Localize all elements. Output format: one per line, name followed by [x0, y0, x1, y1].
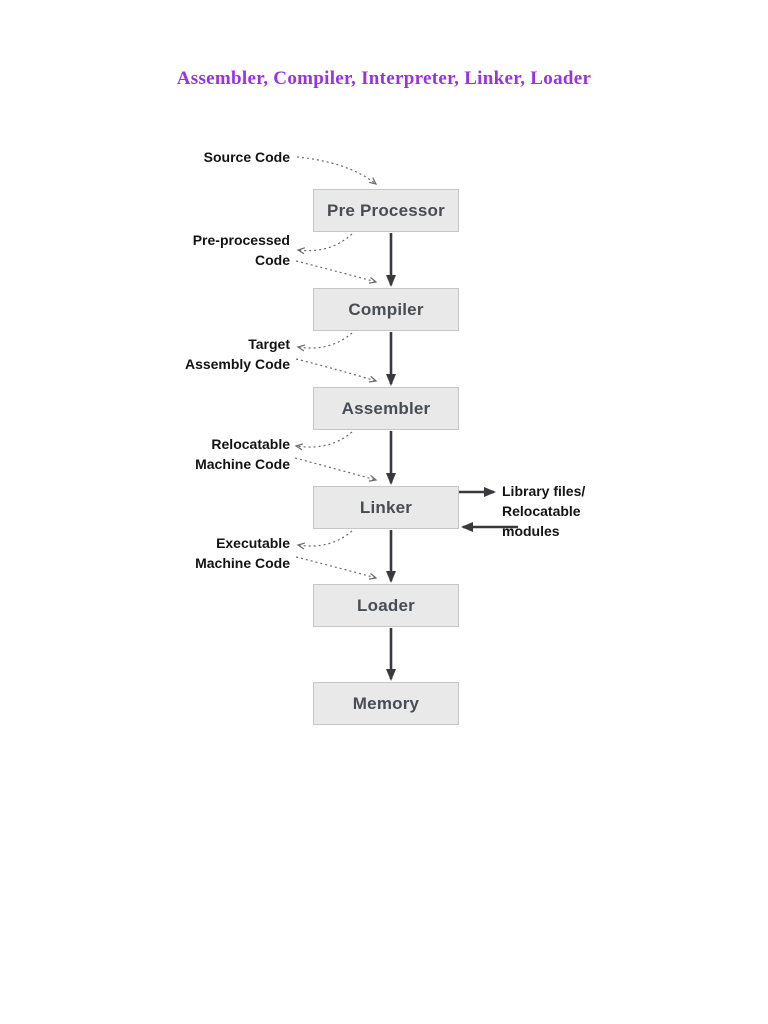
label-line: Relocatable [502, 503, 581, 519]
label-target-assembly-code: Target Assembly Code [185, 334, 290, 374]
node-loader: Loader [313, 584, 459, 627]
node-label: Memory [352, 693, 420, 713]
label-pre-processed-code: Pre-processed Code [193, 230, 290, 270]
dashed-arrow-preprocessor-to-preprocessed-code [298, 233, 353, 251]
node-label: Linker [359, 497, 413, 517]
dashed-arrow-linker-to-executable-machine-code [298, 530, 353, 546]
dashed-arrow-assembler-to-relocatable-machine-code [296, 431, 353, 447]
label-library-files-relocatable-modules: Library files/ Relocatable modules [502, 481, 585, 541]
dashed-arrow-preprocessed-code-to-compiler [295, 260, 376, 282]
label-line: Target [248, 336, 290, 352]
label-line: Pre-processed [192, 232, 290, 248]
node-assembler: Assembler [313, 387, 459, 430]
node-compiler: Compiler [313, 288, 459, 331]
node-memory: Memory [313, 682, 459, 725]
label-line: modules [502, 523, 560, 539]
label-line: Library files/ [502, 483, 586, 499]
label-line: Code [255, 252, 290, 268]
label-line: Machine Code [195, 456, 290, 472]
dashed-arrow-executable-machine-code-to-loader [295, 556, 376, 578]
page-title: Assembler, Compiler, Interpreter, Linker… [176, 68, 592, 89]
label-line: Assembly Code [184, 356, 290, 372]
dashed-arrow-target-assembly-code-to-assembler [295, 358, 376, 381]
label-executable-machine-code: Executable Machine Code [195, 533, 290, 573]
label-line: Source Code [203, 149, 290, 165]
label-line: Machine Code [195, 555, 290, 571]
node-label: Compiler [348, 299, 424, 319]
dashed-arrow-source-code-to-preprocessor [296, 156, 376, 184]
node-label: Assembler [341, 398, 431, 418]
label-relocatable-machine-code: Relocatable Machine Code [195, 434, 290, 474]
node-label: Loader [357, 595, 415, 615]
dashed-arrow-compiler-to-target-assembly-code [298, 332, 353, 348]
node-pre-processor: Pre Processor [313, 189, 459, 232]
label-source-code: Source Code [204, 147, 290, 167]
dashed-arrow-relocatable-machine-code-to-linker [294, 457, 376, 480]
node-label: Pre Processor [327, 200, 445, 220]
label-line: Relocatable [211, 436, 290, 452]
label-line: Executable [216, 535, 290, 551]
node-linker: Linker [313, 486, 459, 529]
